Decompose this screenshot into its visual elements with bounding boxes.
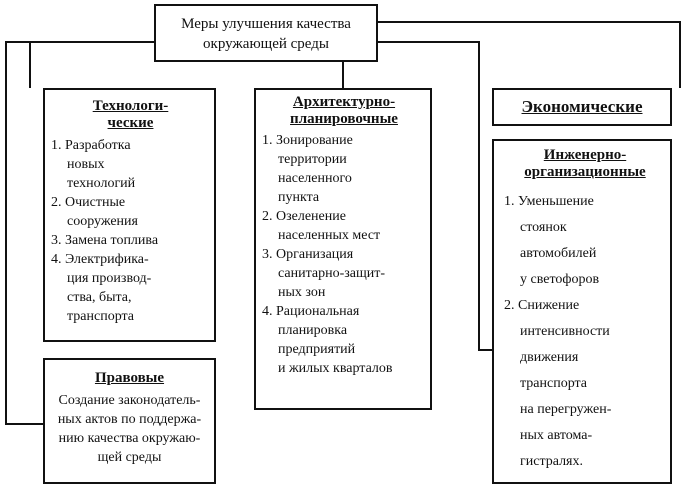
tech-line: 1. Разработка (51, 138, 131, 153)
eng-line: движения (520, 350, 579, 365)
arch-line: населенных мест (278, 228, 381, 243)
legal-line: щей среды (97, 450, 162, 465)
tech-line: ства, быта, (67, 290, 132, 305)
eng-line: ных автома- (520, 428, 593, 443)
legal-box: Правовые Создание законодатель- ных акто… (43, 358, 216, 484)
tech-line: ция производ- (67, 271, 152, 286)
arch-line: планировка (278, 323, 348, 338)
arch-line: санитарно-защит- (278, 266, 386, 281)
arch-line: территории (278, 152, 347, 167)
eng-line: у светофоров (520, 272, 600, 287)
legal-title: Правовые (94, 370, 165, 386)
engineering-box: Инженерно- организационные 1. Уменьшение… (492, 139, 672, 484)
connector-to-econ (378, 21, 681, 88)
legal-line: Создание законодатель- (58, 393, 201, 408)
tech-line: технологий (67, 176, 136, 191)
tech-line: новых (67, 157, 105, 172)
eng-line: стоянок (520, 220, 567, 235)
arch-line: и жилых кварталов (278, 361, 393, 376)
arch-line: 2. Озеленение (262, 209, 346, 224)
architectural-box: Архитектурно- планировочные 1. Зонирован… (254, 88, 432, 410)
eng-line: автомобилей (520, 246, 597, 261)
arch-line: ных зон (278, 285, 326, 300)
arch-line: 4. Рациональная (262, 304, 360, 319)
tech-line: 4. Электрифика- (51, 252, 149, 267)
arch-line: предприятий (278, 342, 356, 357)
eng-line: интенсивности (520, 324, 610, 339)
technological-title-line2: ческие (107, 115, 154, 131)
tech-line: 3. Замена топлива (51, 233, 159, 248)
engineering-title-line2: организационные (524, 164, 646, 180)
architectural-title-line1: Архитектурно- (292, 94, 396, 110)
eng-line: гистралях. (520, 454, 583, 469)
connector-left-trunk (5, 41, 154, 425)
engineering-title-line1: Инженерно- (543, 147, 627, 163)
legal-line: ных актов по поддержа- (57, 412, 202, 427)
arch-line: 1. Зонирование (262, 133, 353, 148)
eng-line: 2. Снижение (504, 298, 580, 313)
legal-line: нию качества окружаю- (58, 431, 201, 446)
eng-line: на перегружен- (520, 402, 612, 417)
root-title-line1: Меры улучшения качества (181, 16, 351, 32)
arch-line: 3. Организация (262, 247, 354, 262)
tech-line: сооружения (67, 214, 138, 229)
tech-line: транспорта (67, 309, 135, 324)
eng-line: транспорта (520, 376, 588, 391)
eng-line: 1. Уменьшение (504, 194, 594, 209)
technological-title-line1: Технологи- (92, 98, 169, 114)
tech-line: 2. Очистные (51, 195, 126, 210)
root-box: Меры улучшения качества окружающей среды (154, 4, 378, 62)
arch-line: населенного (278, 171, 352, 186)
economic-box: Экономические (492, 88, 672, 126)
architectural-title-line2: планировочные (290, 111, 398, 127)
technological-box: Технологи- ческие 1. Разработка новых те… (43, 88, 216, 342)
connector-right-trunk (378, 41, 492, 351)
root-title-line2: окружающей среды (203, 36, 329, 52)
arch-line: пункта (278, 190, 320, 205)
